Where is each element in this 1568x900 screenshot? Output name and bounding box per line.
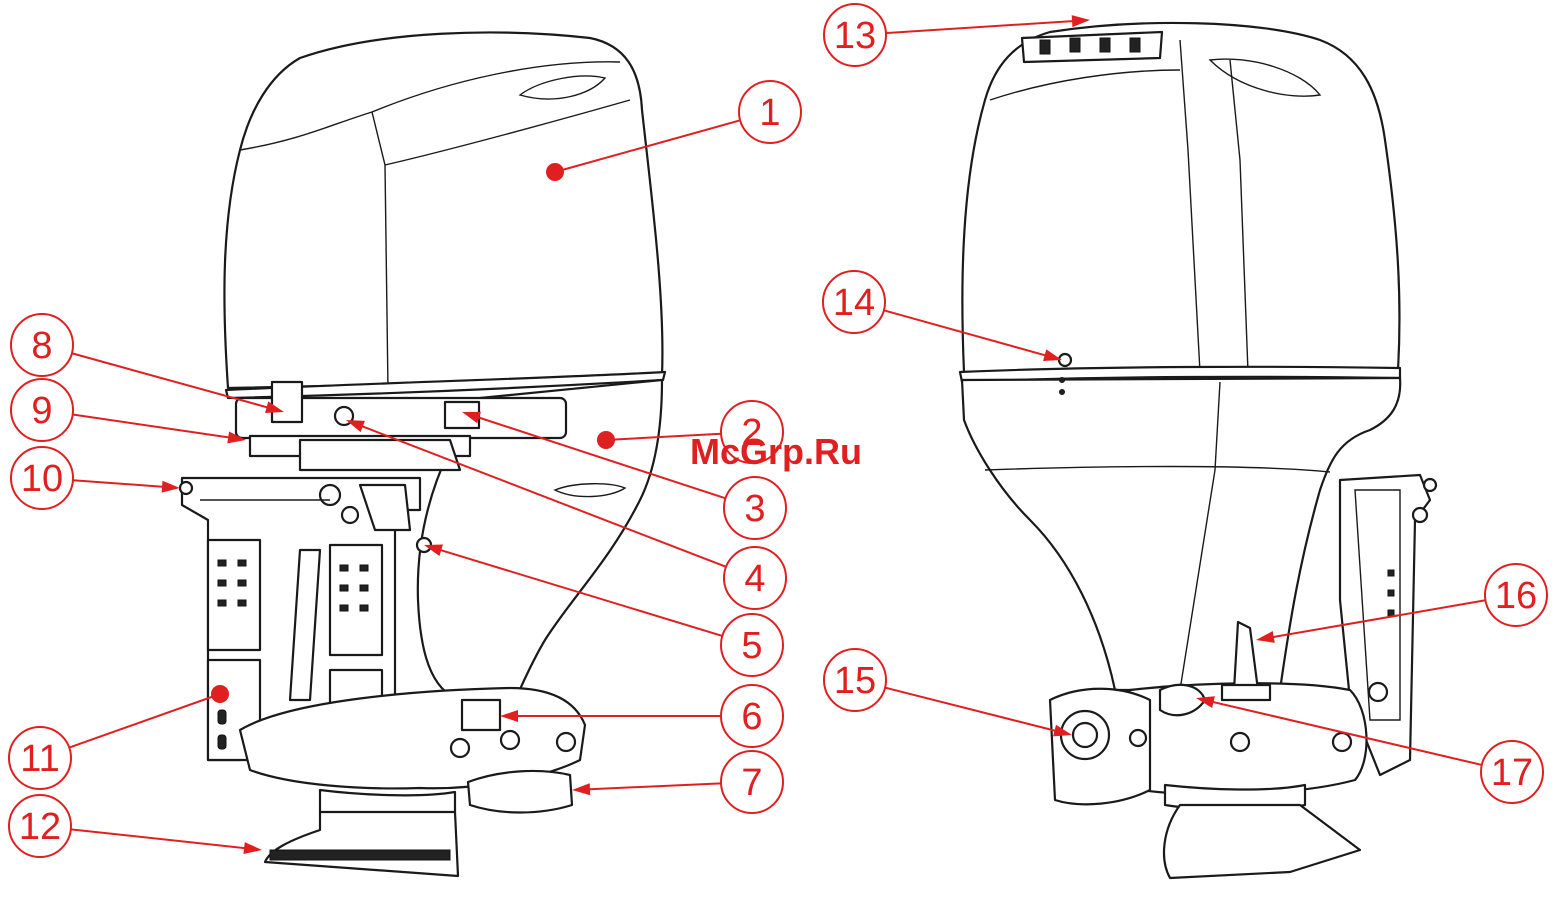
callout-number: 9 (31, 390, 52, 432)
callout-number: 6 (741, 696, 762, 738)
right-motor-drawing (960, 23, 1436, 878)
callout-number: 15 (834, 660, 876, 702)
callout-arrowhead (162, 481, 180, 493)
left-skeg (265, 812, 458, 876)
watermark-text: McGrp.Ru (690, 431, 862, 472)
right-skeg (1164, 805, 1360, 878)
callout-number: 1 (759, 92, 780, 134)
callout-12: 12 (9, 795, 262, 857)
callout-number: 16 (1495, 575, 1537, 617)
callout-leader-line (71, 829, 258, 849)
callout-10: 10 (11, 447, 180, 509)
right-top-cowling (962, 23, 1399, 372)
callout-number: 4 (744, 558, 765, 600)
callout-leader-line (73, 480, 176, 487)
callout-number: 12 (19, 806, 61, 848)
callout-leader-line (73, 415, 242, 440)
callout-number: 11 (20, 738, 59, 780)
callout-11: 11 (9, 685, 229, 789)
callout-number: 17 (1491, 752, 1533, 794)
callout-leader-line (576, 783, 721, 789)
callout-target-dot (597, 431, 615, 449)
callout-number: 7 (741, 762, 762, 804)
callout-leader-line (69, 694, 220, 748)
callout-target-dot (211, 685, 229, 703)
callout-7: 7 (572, 751, 783, 813)
callout-15: 15 (824, 649, 1072, 736)
callout-number: 10 (21, 458, 63, 500)
callout-arrowhead (572, 783, 590, 795)
callout-arrowhead (243, 842, 262, 854)
callout-number: 3 (744, 488, 765, 530)
callout-number: 5 (741, 625, 762, 667)
callout-number: 13 (834, 15, 876, 57)
callout-target-dot (546, 163, 564, 181)
right-lower-cowling (962, 378, 1400, 690)
callout-leader-line (885, 688, 1068, 734)
callout-9: 9 (11, 379, 246, 443)
callout-number: 8 (31, 325, 52, 367)
callout-arrowhead (1072, 15, 1090, 27)
callout-number: 14 (833, 282, 875, 324)
